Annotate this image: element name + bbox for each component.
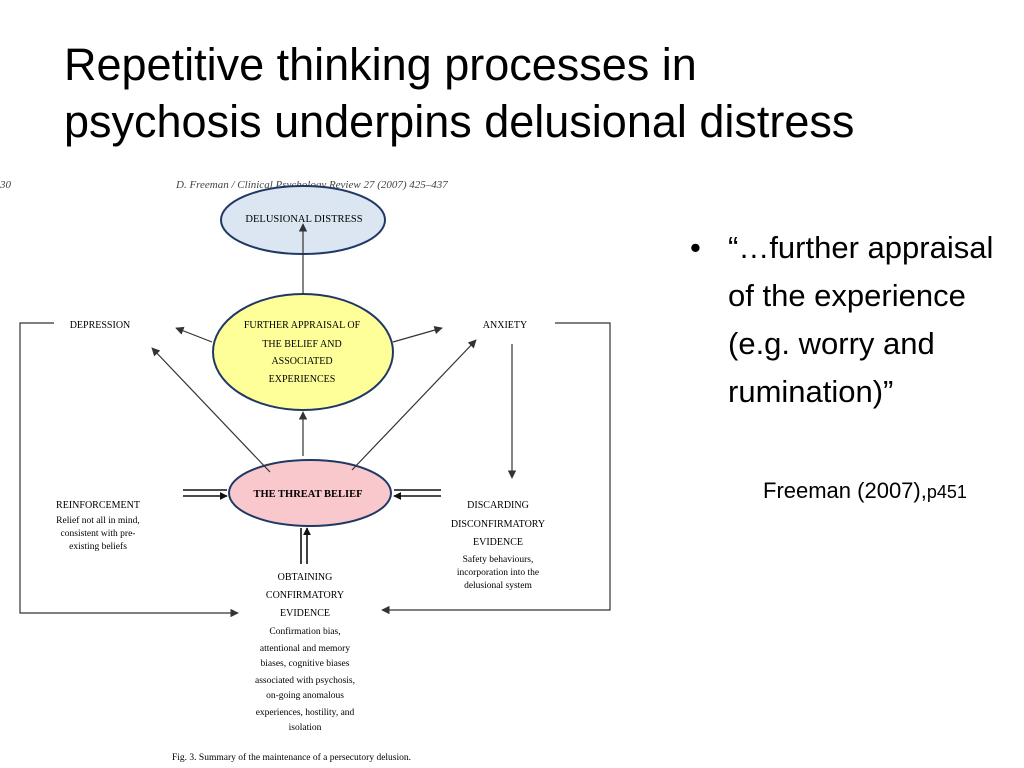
- bullet-list: • “…further appraisal of the experience …: [690, 224, 1020, 416]
- obtaining-line-6: experiences, hostility, and: [256, 708, 355, 718]
- slide-title: Repetitive thinking processes in psychos…: [64, 36, 1004, 150]
- arrow-threat-to-depression: [151, 347, 271, 473]
- obtaining-line-7: isolation: [289, 723, 322, 733]
- discarding-title-2: DISCONFIRMATORY: [451, 519, 545, 530]
- discarding-title-1: DISCARDING: [467, 500, 529, 511]
- citation-page: p451: [926, 482, 967, 502]
- diagram-arrows: [19, 223, 611, 618]
- discarding-title-3: EVIDENCE: [473, 537, 523, 548]
- title-line-1: Repetitive thinking processes in: [64, 39, 697, 90]
- distress-label: DELUSIONAL DISTRESS: [245, 214, 362, 225]
- appraisal-line-2: THE BELIEF AND: [262, 339, 341, 350]
- maintenance-diagram: 30 D. Freeman / Clinical Psychology Revi…: [0, 172, 640, 768]
- loop-depression-to-obtaining: [19, 322, 239, 618]
- anxiety-label: ANXIETY: [483, 320, 527, 331]
- reinforcement-title: REINFORCEMENT: [56, 500, 140, 511]
- reinforcement-line-3: existing beliefs: [69, 541, 127, 552]
- obtaining-title-2: CONFIRMATORY: [266, 590, 344, 601]
- obtaining-line-2: attentional and memory: [260, 644, 350, 654]
- reinforcement-line-2: consistent with pre-: [61, 529, 136, 539]
- appraisal-line-4: EXPERIENCES: [269, 374, 336, 385]
- diagram-svg: 30 D. Freeman / Clinical Psychology Revi…: [0, 179, 611, 763]
- discarding-line-3: delusional system: [464, 581, 532, 591]
- citation: Freeman (2007),p451: [763, 478, 967, 504]
- bullet-item: • “…further appraisal of the experience …: [690, 224, 1020, 416]
- loop-anxiety-to-obtaining: [381, 322, 611, 615]
- citation-author: Freeman (2007),: [763, 478, 927, 503]
- arrow-appraisal-to-anxiety: [392, 326, 443, 343]
- obtaining-line-1: Confirmation bias,: [269, 626, 340, 637]
- threat-ellipse: [228, 459, 392, 527]
- depression-label: DEPRESSION: [70, 320, 131, 331]
- obtaining-line-5: on-going anomalous: [266, 691, 344, 701]
- arrow-appraisal-to-depression: [175, 326, 213, 343]
- appraisal-line-3: ASSOCIATED: [271, 356, 332, 367]
- bullet-dot-icon: •: [690, 230, 701, 265]
- obtaining-line-4: associated with psychosis,: [255, 676, 355, 686]
- title-line-2: psychosis underpins delusional distress: [64, 96, 855, 147]
- discarding-line-2: incorporation into the: [457, 568, 539, 578]
- bullet-text: “…further appraisal of the experience (e…: [728, 230, 994, 409]
- page-number: 30: [0, 179, 12, 191]
- obtaining-title-1: OBTAINING: [278, 572, 333, 583]
- obtaining-title-3: EVIDENCE: [280, 608, 330, 619]
- appraisal-line-1: FURTHER APPRAISAL OF: [244, 320, 361, 331]
- obtaining-line-3: biases, cognitive biases: [261, 659, 350, 669]
- appraisal-ellipse: [212, 293, 394, 411]
- arrow-threat-to-anxiety: [351, 339, 477, 471]
- figure-caption: Fig. 3. Summary of the maintenance of a …: [172, 752, 411, 763]
- double-arrows: [183, 489, 441, 564]
- reinforcement-line-1: Relief not all in mind,: [56, 515, 140, 526]
- discarding-line-1: Safety behaviours,: [463, 554, 534, 565]
- page-header: D. Freeman / Clinical Psychology Review …: [175, 179, 448, 191]
- threat-label: THE THREAT BELIEF: [253, 489, 362, 500]
